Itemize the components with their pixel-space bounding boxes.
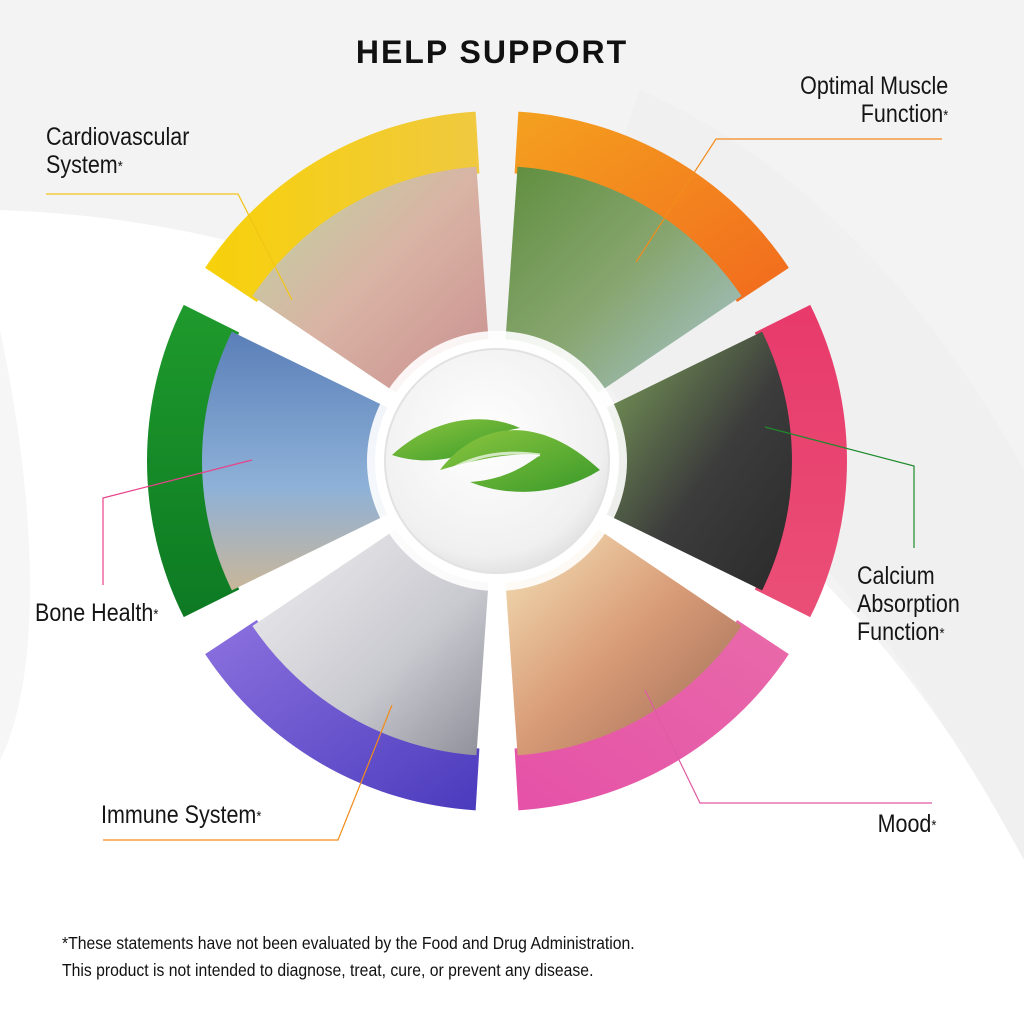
virus-shield-photo xyxy=(252,529,489,756)
label-immune-system: Immune System* xyxy=(101,801,262,829)
ring-segment-optimal-muscle xyxy=(514,111,789,303)
leader-line-bone-health xyxy=(102,459,253,585)
leader-line-calcium-absorption xyxy=(764,426,915,548)
leader-line-optimal-muscle xyxy=(635,138,942,263)
leader-line-mood xyxy=(644,689,932,804)
leader-line-cardiovascular xyxy=(46,193,293,301)
ring-segment-immune-system xyxy=(205,619,480,811)
disclaimer-line-1: *These statements have not been evaluate… xyxy=(62,933,635,953)
fda-disclaimer: *These statements have not been evaluate… xyxy=(62,930,635,984)
running-woman-photo xyxy=(202,331,388,591)
label-bone-health: Bone Health* xyxy=(35,599,159,627)
label-calcium-absorption: Calcium Absorption Function* xyxy=(857,562,960,646)
leaf-logo-icon xyxy=(392,419,600,492)
page-title: HELP SUPPORT xyxy=(355,34,629,70)
ring-segment-cardiovascular xyxy=(205,111,480,303)
jogging-couple-photo xyxy=(505,166,742,393)
center-hub-disc xyxy=(384,348,610,574)
smiling-man-photo xyxy=(606,331,792,591)
label-mood: Mood* xyxy=(877,810,936,838)
leader-line-immune-system xyxy=(103,704,393,841)
heart-hands-photo xyxy=(252,166,489,393)
disclaimer-line-2: This product is not intended to diagnose… xyxy=(62,960,594,980)
label-optimal-muscle: Optimal Muscle Function* xyxy=(799,72,948,128)
ring-segment-mood xyxy=(514,619,789,811)
label-cardiovascular: Cardiovascular System* xyxy=(46,123,190,179)
happy-friends-photo xyxy=(505,529,742,756)
